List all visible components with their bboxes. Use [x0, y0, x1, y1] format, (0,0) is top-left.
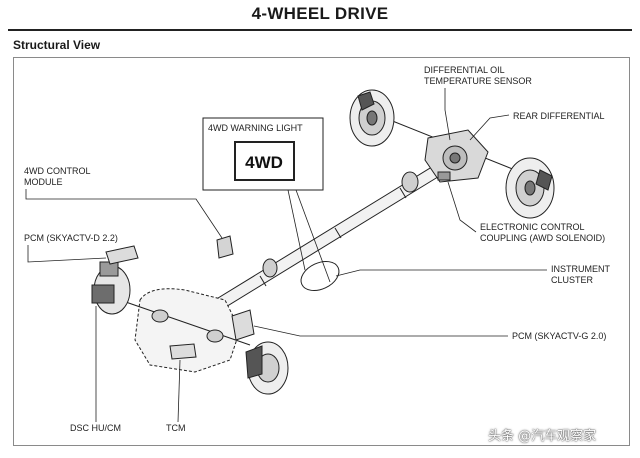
title-rule: [8, 29, 632, 31]
rear-right-wheel-hub: [505, 157, 555, 219]
instrument-cluster-part: [300, 260, 340, 292]
page-title: 4-WHEEL DRIVE: [251, 4, 389, 23]
label-coupling-1: ELECTRONIC CONTROL: [480, 222, 585, 232]
section-title: Structural View: [13, 38, 101, 52]
label-rear-differential: REAR DIFFERENTIAL: [513, 111, 605, 121]
front-right-wheel-hub: [245, 341, 289, 395]
pcm-skyactv-d-part: [105, 245, 139, 265]
label-4wd-control-module-1: 4WD CONTROL: [24, 166, 91, 176]
label-instrument-cluster-1: INSTRUMENT: [551, 264, 610, 274]
warning-light-callout: 4WD WARNING LIGHT 4WD: [202, 117, 331, 283]
warning-light-symbol: 4WD: [245, 153, 283, 172]
label-pcm-gasoline: PCM (SKYACTV-G 2.0): [512, 331, 606, 341]
rear-axle: [384, 117, 521, 183]
4wd-control-module-part: [216, 235, 234, 259]
label-diff-oil-sensor-2: TEMPERATURE SENSOR: [424, 76, 532, 86]
engine-transaxle: [119, 288, 251, 373]
warning-light-title: 4WD WARNING LIGHT: [208, 123, 303, 133]
label-coupling-2: COUPLING (AWD SOLENOID): [480, 233, 605, 243]
front-left-wheel-hub: [91, 261, 131, 315]
propeller-shaft: [204, 161, 447, 317]
label-pcm-diesel: PCM (SKYACTV-D 2.2): [24, 233, 118, 243]
label-tcm: TCM: [166, 423, 186, 433]
watermark: 头条 @汽车观察家: [488, 429, 597, 444]
label-dsc: DSC HU/CM: [70, 423, 121, 433]
diagram-frame: [13, 57, 630, 446]
pcm-skyactv-g-part: [231, 309, 255, 341]
rear-left-wheel-hub: [349, 89, 395, 147]
label-instrument-cluster-2: CLUSTER: [551, 275, 594, 285]
label-diff-oil-sensor-1: DIFFERENTIAL OIL: [424, 65, 505, 75]
label-4wd-control-module-2: MODULE: [24, 177, 63, 187]
tcm-part: [169, 343, 197, 360]
